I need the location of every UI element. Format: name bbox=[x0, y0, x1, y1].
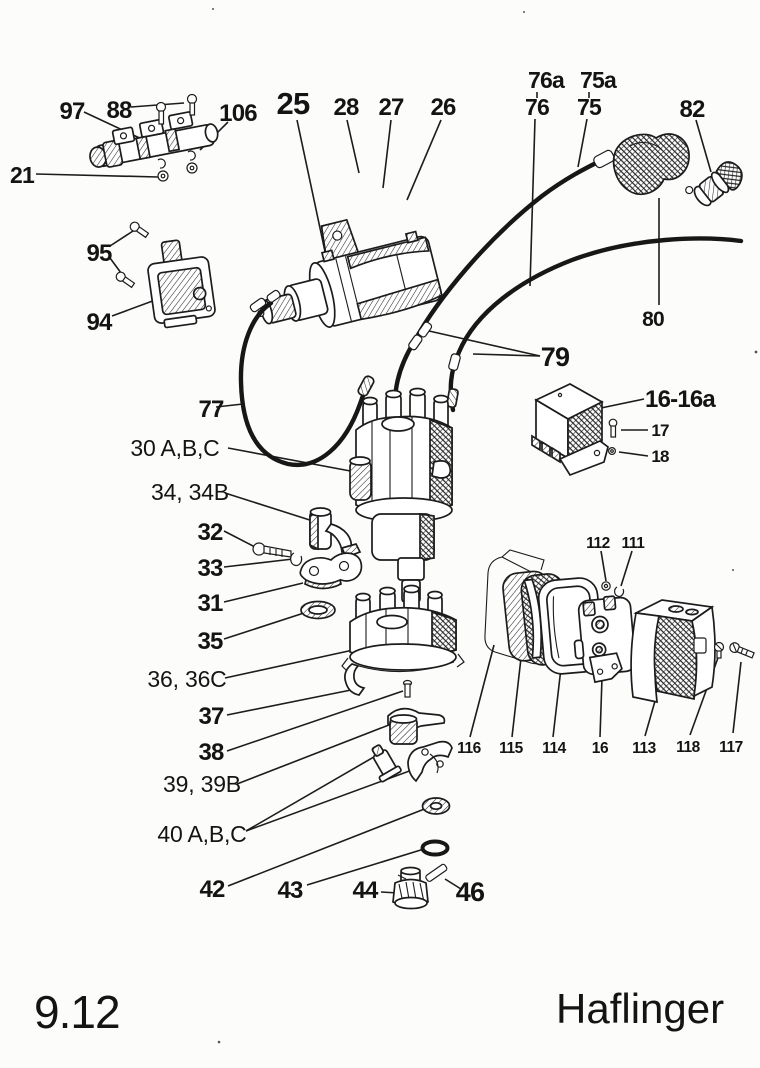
contact-set-b bbox=[407, 740, 453, 783]
breaker-plate-31 bbox=[299, 552, 363, 590]
callout-32: 32 bbox=[197, 519, 223, 546]
callout-33: 33 bbox=[197, 555, 223, 582]
callout-38: 38 bbox=[198, 739, 224, 766]
contact-set-a bbox=[371, 744, 402, 783]
nut-18 bbox=[607, 447, 616, 456]
nuts-106-21 bbox=[157, 150, 198, 182]
callout-97: 97 bbox=[59, 98, 85, 125]
pin-46 bbox=[425, 863, 448, 882]
callout-94: 94 bbox=[86, 309, 113, 336]
screw-118 bbox=[713, 641, 725, 659]
terminal-strip-part bbox=[89, 93, 219, 182]
callout-25: 25 bbox=[277, 86, 310, 121]
distributor-cap bbox=[341, 584, 465, 673]
callout-40abc: 40 A,B,C bbox=[157, 821, 246, 847]
felt-washer-42 bbox=[421, 797, 451, 815]
callout-21: 21 bbox=[10, 162, 35, 188]
callout-106: 106 bbox=[219, 100, 257, 127]
callout-79: 79 bbox=[541, 342, 570, 372]
housing-113 bbox=[630, 599, 716, 704]
callout-117: 117 bbox=[719, 739, 743, 756]
callout-115: 115 bbox=[499, 740, 524, 757]
screw-117 bbox=[729, 642, 755, 659]
callout-31: 31 bbox=[197, 590, 223, 617]
callout-27: 27 bbox=[378, 94, 404, 121]
callout-28: 28 bbox=[333, 94, 359, 121]
callout-43: 43 bbox=[277, 877, 303, 904]
cap-clip-37 bbox=[344, 663, 366, 696]
cable-76 bbox=[446, 236, 744, 413]
callout-42: 42 bbox=[199, 876, 225, 903]
callout-16: 16 bbox=[592, 740, 609, 757]
callout-16-16a: 16-16a bbox=[645, 386, 716, 413]
tail-lamp-group bbox=[484, 549, 755, 704]
callout-112: 112 bbox=[586, 535, 610, 552]
screw-32 bbox=[252, 542, 292, 558]
ignition-coil bbox=[257, 218, 443, 328]
callout-30abc: 30 A,B,C bbox=[130, 435, 219, 461]
callout-88: 88 bbox=[106, 97, 132, 124]
clip-111 bbox=[613, 586, 625, 598]
rotor-39 bbox=[387, 707, 446, 745]
callout-18: 18 bbox=[651, 447, 669, 466]
cable-75 bbox=[393, 133, 690, 419]
page-number: 9.12 bbox=[34, 986, 120, 1038]
scan-speckles bbox=[212, 8, 758, 1044]
callout-114: 114 bbox=[542, 740, 567, 757]
callout-labels: 97 88 106 21 95 94 25 28 27 26 76a 76 75… bbox=[10, 67, 743, 907]
callout-77: 77 bbox=[198, 396, 224, 423]
callout-118: 118 bbox=[676, 739, 701, 756]
callout-46: 46 bbox=[456, 877, 485, 907]
cable-77 bbox=[238, 289, 375, 468]
screw-88-b bbox=[186, 93, 198, 116]
callout-111: 111 bbox=[622, 535, 646, 552]
bulb-holder-16 bbox=[573, 595, 637, 684]
callout-113: 113 bbox=[632, 740, 657, 757]
regulator-small-part bbox=[115, 221, 216, 329]
rubber-boot-80 bbox=[612, 133, 690, 196]
clip-33 bbox=[290, 552, 303, 567]
condenser-34 bbox=[309, 507, 362, 559]
screw-17 bbox=[608, 418, 618, 438]
condenser-on-distributor bbox=[349, 459, 372, 501]
nut-112 bbox=[601, 581, 611, 591]
plug-part-82 bbox=[685, 161, 743, 207]
callout-76a: 76a bbox=[528, 67, 565, 93]
callout-75a: 75a bbox=[580, 67, 617, 93]
voltage-regulator bbox=[531, 383, 618, 477]
callout-35: 35 bbox=[197, 628, 223, 655]
callout-26: 26 bbox=[430, 94, 456, 121]
screw-38 bbox=[402, 679, 413, 698]
page-footer: 9.12 Haflinger bbox=[34, 985, 724, 1038]
callout-95: 95 bbox=[86, 240, 112, 267]
oring-43 bbox=[420, 839, 450, 857]
callout-36-36c: 36, 36C bbox=[147, 666, 226, 692]
distributor-assembly bbox=[349, 387, 453, 615]
callout-116: 116 bbox=[457, 740, 482, 757]
model-name: Haflinger bbox=[556, 985, 724, 1032]
gasket-35 bbox=[300, 600, 336, 620]
screw-88-a bbox=[155, 101, 167, 125]
callout-82: 82 bbox=[679, 96, 705, 123]
callout-17: 17 bbox=[651, 421, 669, 440]
callout-76: 76 bbox=[525, 94, 549, 120]
callout-39-39b: 39, 39B bbox=[163, 771, 241, 797]
callout-34-34b: 34, 34B bbox=[151, 479, 229, 505]
callout-37: 37 bbox=[198, 703, 224, 730]
callout-44: 44 bbox=[352, 877, 379, 904]
callout-75: 75 bbox=[577, 94, 602, 120]
drive-gear-44 bbox=[392, 866, 429, 910]
callout-80: 80 bbox=[642, 308, 664, 331]
